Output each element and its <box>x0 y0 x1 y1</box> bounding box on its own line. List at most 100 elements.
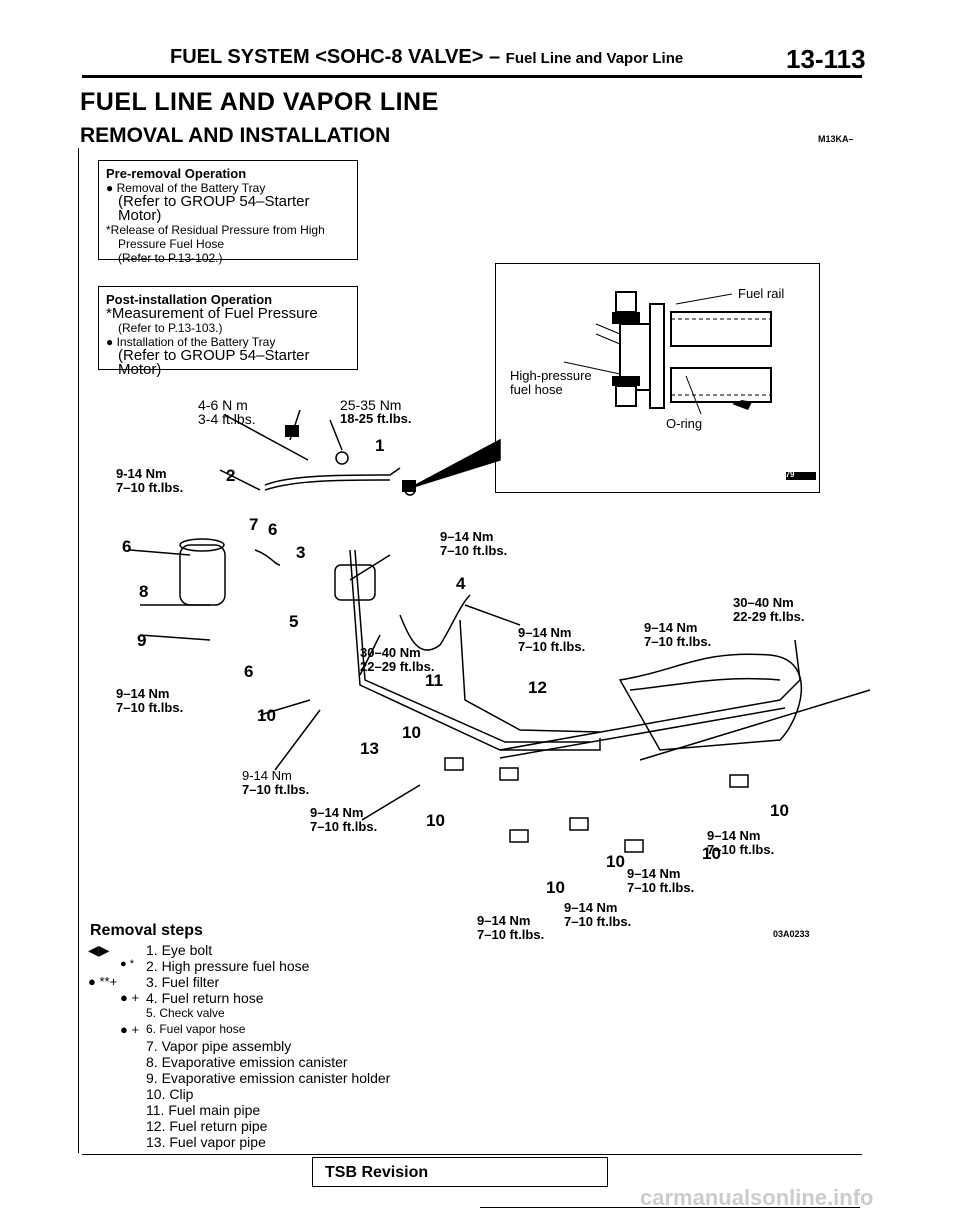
callout-number: 3 <box>296 543 306 562</box>
inset-drawing <box>563 291 816 480</box>
callout-number: 10 <box>770 801 789 820</box>
callout-number: 10 <box>702 844 721 863</box>
pre-removal-box: Pre-removal Operation ● Removal of the B… <box>98 160 358 265</box>
removal-step: 5. Check valve <box>146 1006 225 1020</box>
callout-number: 10 <box>606 852 625 871</box>
callout-number: 4 <box>456 574 466 593</box>
header-rule <box>82 75 862 78</box>
removal-step: 6. Fuel vapor hose <box>146 1022 246 1036</box>
torque-label: 22-29 ft.lbs. <box>733 609 805 624</box>
callout-number: 11 <box>425 671 443 690</box>
removal-step: 13. Fuel vapor pipe <box>146 1134 266 1150</box>
pre-removal-line4: Pressure Fuel Hose <box>118 237 225 251</box>
callout-number: 8 <box>139 582 149 601</box>
removal-step: 10. Clip <box>146 1086 194 1102</box>
callout-number: 12 <box>528 678 547 697</box>
callout-number: 10 <box>257 706 276 725</box>
post-installation-heading: Post-installation Operation <box>106 292 273 307</box>
inset-high-pressure-label: High-pressure <box>510 368 592 383</box>
n-marker-icon <box>285 425 299 437</box>
removal-step: 12. Fuel return pipe <box>146 1118 268 1134</box>
callout-number: 10 <box>402 723 421 742</box>
post-installation-line1: *Measurement of Fuel Pressure <box>106 305 318 322</box>
torque-label: 18-25 ft.lbs. <box>340 411 412 426</box>
torque-label: 9–14 Nm <box>310 805 364 820</box>
bullet-icon: ● <box>106 335 117 349</box>
torque-label: 7–10 ft.lbs. <box>242 782 310 797</box>
removal-step: 4. Fuel return hose <box>146 990 264 1006</box>
callout-number: 5 <box>289 612 299 631</box>
torque-label: 9–14 Nm <box>518 625 572 640</box>
header-subsection: Fuel Line and Vapor Line <box>505 50 684 67</box>
torque-label: 7–10 ft.lbs. <box>116 700 184 715</box>
inset-fuel-rail-label: Fuel rail <box>738 286 785 301</box>
torque-label: 7–10 ft.lbs. <box>707 842 775 857</box>
footer-rule-bottom <box>480 1207 860 1208</box>
step-mark: ● + <box>120 990 140 1005</box>
header-dash: – <box>488 46 501 68</box>
removal-step: 3. Fuel filter <box>146 974 220 990</box>
torque-label: 25-35 Nm <box>340 397 402 413</box>
pre-removal-heading: Pre-removal Operation <box>106 166 247 181</box>
post-installation-box: Post-installation Operation *Measurement… <box>98 286 358 377</box>
torque-label: 9–14 Nm <box>627 866 681 881</box>
removal-steps-heading: Removal steps <box>90 922 203 939</box>
page-number: 13-113 <box>786 44 866 74</box>
removal-step: 11. Fuel main pipe <box>146 1102 261 1118</box>
torque-label: 7–10 ft.lbs. <box>116 480 184 495</box>
page-title: FUEL LINE AND VAPOR LINE <box>80 88 439 116</box>
tsb-revision-box: TSB Revision <box>312 1157 608 1187</box>
post-installation-line4: (Refer to GROUP 54–Starter Motor) <box>118 347 310 378</box>
step-mark: ● + <box>120 1022 140 1037</box>
reference-code: M13KA– <box>818 134 854 144</box>
inset-o-ring-label: O-ring <box>666 416 703 431</box>
callout-number: 9 <box>137 631 147 650</box>
torque-label: 3-4 ft.lbs. <box>198 411 256 427</box>
torque-label: 30–40 Nm <box>360 645 421 660</box>
torque-label: 7–10 ft.lbs. <box>518 639 586 654</box>
footer-rule <box>82 1154 862 1155</box>
callout-number: 7 <box>249 515 259 534</box>
removal-step: 7. Vapor pipe assembly <box>146 1038 292 1054</box>
callout-number: 10 <box>426 811 445 830</box>
torque-label: 7–10 ft.lbs. <box>627 880 695 895</box>
torque-label: 30–40 Nm <box>733 595 794 610</box>
torque-label: 9-14 Nm <box>116 466 167 481</box>
pre-removal-line2: (Refer to GROUP 54–Starter Motor) <box>118 193 310 224</box>
callout-number: 10 <box>546 878 565 897</box>
post-installation-line3: Installation of the Battery Tray <box>116 335 276 349</box>
callout-number: 1 <box>375 436 385 455</box>
inset-code: 03A0079 <box>762 470 795 479</box>
page-subtitle: REMOVAL AND INSTALLATION <box>80 124 391 147</box>
removal-step: 8. Evaporative emission canister <box>146 1054 348 1070</box>
bullet-icon: ● <box>106 181 117 195</box>
pre-removal-line3: *Release of Residual Pressure from High <box>106 223 325 237</box>
torque-label: 9–14 Nm <box>440 529 494 544</box>
pre-removal-line5: (Refer to P.13-102.) <box>118 251 223 265</box>
header-variant: <SOHC-8 VALVE> <box>315 46 484 68</box>
watermark: carmanualsonline.info <box>640 1185 874 1210</box>
callout-number: 6 <box>122 537 132 556</box>
left-margin-rule <box>78 148 79 1153</box>
torque-label: 9–14 Nm <box>564 900 618 915</box>
removal-step: 9. Evaporative emission canister holder <box>146 1070 391 1086</box>
torque-label: 22–29 ft.lbs. <box>360 659 435 674</box>
step-mark: ● **+ <box>88 974 118 989</box>
diagram-code: 03A0233 <box>773 929 810 939</box>
page-header: FUEL SYSTEM <SOHC-8 VALVE> – Fuel Line a… <box>170 46 683 69</box>
torque-label: 9–14 Nm <box>644 620 698 635</box>
callout-number: 6 <box>244 662 254 681</box>
torque-label: 4-6 N m <box>198 397 248 413</box>
torque-label: 9–14 Nm <box>116 686 170 701</box>
torque-label: 9-14 Nm <box>242 768 292 783</box>
exploded-diagram <box>129 409 871 853</box>
pre-removal-line1: Removal of the Battery Tray <box>116 181 266 195</box>
step-mark: ◀▶ <box>88 942 110 958</box>
post-installation-line2: (Refer to P.13-103.) <box>118 321 223 335</box>
n-marker-icon <box>402 480 416 492</box>
header-section: FUEL SYSTEM <box>170 46 310 68</box>
torque-label: 7–10 ft.lbs. <box>564 914 632 929</box>
torque-label: 9–14 Nm <box>477 913 531 928</box>
removal-step: 1. Eye bolt <box>146 942 213 958</box>
torque-label: 7–10 ft.lbs. <box>440 543 508 558</box>
